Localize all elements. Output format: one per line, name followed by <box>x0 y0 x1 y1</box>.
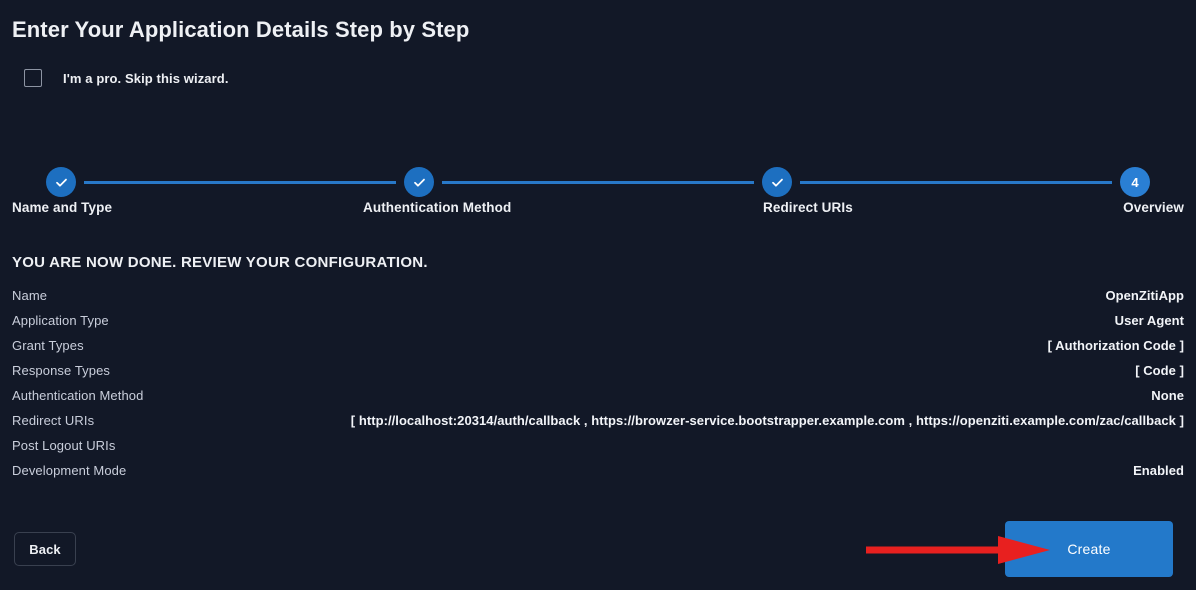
step-node-2[interactable] <box>404 167 434 197</box>
stepper-connector-3 <box>800 180 1112 184</box>
skip-wizard-label: I'm a pro. Skip this wizard. <box>63 70 229 86</box>
review-key: Redirect URIs <box>12 413 95 428</box>
review-summary-table: Name OpenZitiApp Application Type User A… <box>12 288 1184 488</box>
review-heading: YOU ARE NOW DONE. REVIEW YOUR CONFIGURAT… <box>12 254 428 271</box>
step-node-3[interactable] <box>762 167 792 197</box>
review-value: Enabled <box>1133 463 1184 478</box>
step-label-redirect-uris[interactable]: Redirect URIs <box>763 200 853 215</box>
check-icon <box>413 178 425 187</box>
step-node-4[interactable]: 4 <box>1120 167 1150 197</box>
back-button[interactable]: Back <box>14 532 76 566</box>
review-value: [ Code ] <box>1135 363 1184 378</box>
table-row: Development Mode Enabled <box>12 463 1184 488</box>
stepper-labels: Name and Type Authentication Method Redi… <box>0 200 1196 220</box>
skip-wizard-row: I'm a pro. Skip this wizard. <box>24 69 229 87</box>
step-number-4: 4 <box>1131 174 1139 190</box>
step-label-authentication-method[interactable]: Authentication Method <box>363 200 512 215</box>
stepper-track: 4 <box>46 167 1150 197</box>
stepper-connector-2 <box>442 180 754 184</box>
wizard-stepper: 4 Name and Type Authentication Method Re… <box>0 152 1196 222</box>
table-row: Grant Types [ Authorization Code ] <box>12 338 1184 363</box>
review-key: Application Type <box>12 313 109 328</box>
page-title: Enter Your Application Details Step by S… <box>12 17 470 42</box>
table-row: Response Types [ Code ] <box>12 363 1184 388</box>
review-value: None <box>1151 388 1184 403</box>
review-key: Authentication Method <box>12 388 144 403</box>
check-icon <box>55 178 67 187</box>
stepper-connector-1 <box>84 180 396 184</box>
table-row: Application Type User Agent <box>12 313 1184 338</box>
step-node-1[interactable] <box>46 167 76 197</box>
table-row: Name OpenZitiApp <box>12 288 1184 313</box>
review-key: Name <box>12 288 48 303</box>
review-key: Grant Types <box>12 338 84 353</box>
review-key: Response Types <box>12 363 110 378</box>
review-key: Post Logout URIs <box>12 438 116 453</box>
review-value: [ Authorization Code ] <box>1047 338 1184 353</box>
table-row: Redirect URIs [ http://localhost:20314/a… <box>12 413 1184 438</box>
create-button[interactable]: Create <box>1005 521 1173 577</box>
review-value: OpenZitiApp <box>1105 288 1184 303</box>
check-icon <box>771 178 783 187</box>
step-label-overview[interactable]: Overview <box>1123 200 1184 215</box>
review-value: User Agent <box>1114 313 1184 328</box>
step-label-name-and-type[interactable]: Name and Type <box>12 200 113 215</box>
table-row: Authentication Method None <box>12 388 1184 413</box>
review-value: [ http://localhost:20314/auth/callback ,… <box>350 413 1184 428</box>
review-key: Development Mode <box>12 463 127 478</box>
table-row: Post Logout URIs <box>12 438 1184 463</box>
skip-wizard-checkbox[interactable] <box>24 69 42 87</box>
